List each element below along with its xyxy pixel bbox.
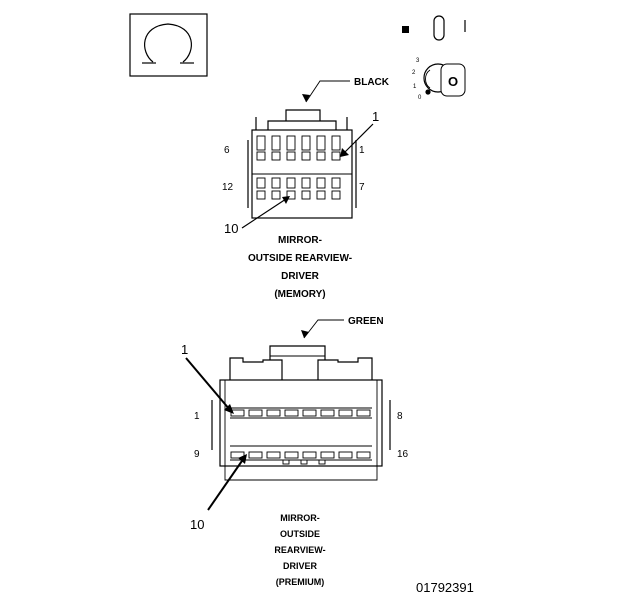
premium-pin-9: 9 [194,449,200,460]
memory-callout-1: 1 [372,109,379,124]
premium-pin-16: 16 [397,449,409,460]
memory-pin-1: 1 [359,145,365,156]
memory-pin-7: 7 [359,182,365,193]
premium-callout-1: 1 [181,342,188,357]
connector-premium-color-label: GREEN [348,316,384,327]
premium-callout-10: 10 [190,517,204,532]
ignition-position-2: 2 [412,70,416,76]
memory-title-line-2: OUTSIDE REARVIEW- [248,253,352,264]
premium-pin-1: 1 [194,411,200,422]
figure-id: 01792391 [416,580,474,595]
connector-memory: BLACK [222,77,390,300]
memory-row-bottom [256,177,341,200]
premium-title-line-3: REARVIEW- [274,545,325,555]
ignition-position-1: 1 [413,84,417,90]
memory-title-line-4: (MEMORY) [274,289,325,300]
connector-memory-color-label: BLACK [354,77,390,88]
premium-row-bottom [230,445,372,465]
memory-title-line-1: MIRROR- [278,235,322,246]
premium-pin-8: 8 [397,411,403,422]
premium-row-top [230,407,372,419]
ignition-position-3: 3 [416,58,420,64]
omega-icon [129,13,208,77]
memory-pin-6: 6 [224,145,230,156]
memory-row-top [256,135,341,161]
connector-premium: GREEN [181,316,409,587]
premium-title-line-5: (PREMIUM) [276,577,325,587]
memory-callout-10: 10 [224,221,238,236]
ignition-key-icon: O 3 2 1 0 [402,15,466,101]
ignition-position-0: 0 [418,95,422,101]
premium-title-line-2: OUTSIDE [280,529,320,539]
premium-title-line-4: DRIVER [283,561,318,571]
premium-title-line-1: MIRROR- [280,513,320,523]
ignition-key-letter: O [448,74,458,89]
memory-pin-12: 12 [222,182,234,193]
memory-title-line-3: DRIVER [281,271,320,282]
